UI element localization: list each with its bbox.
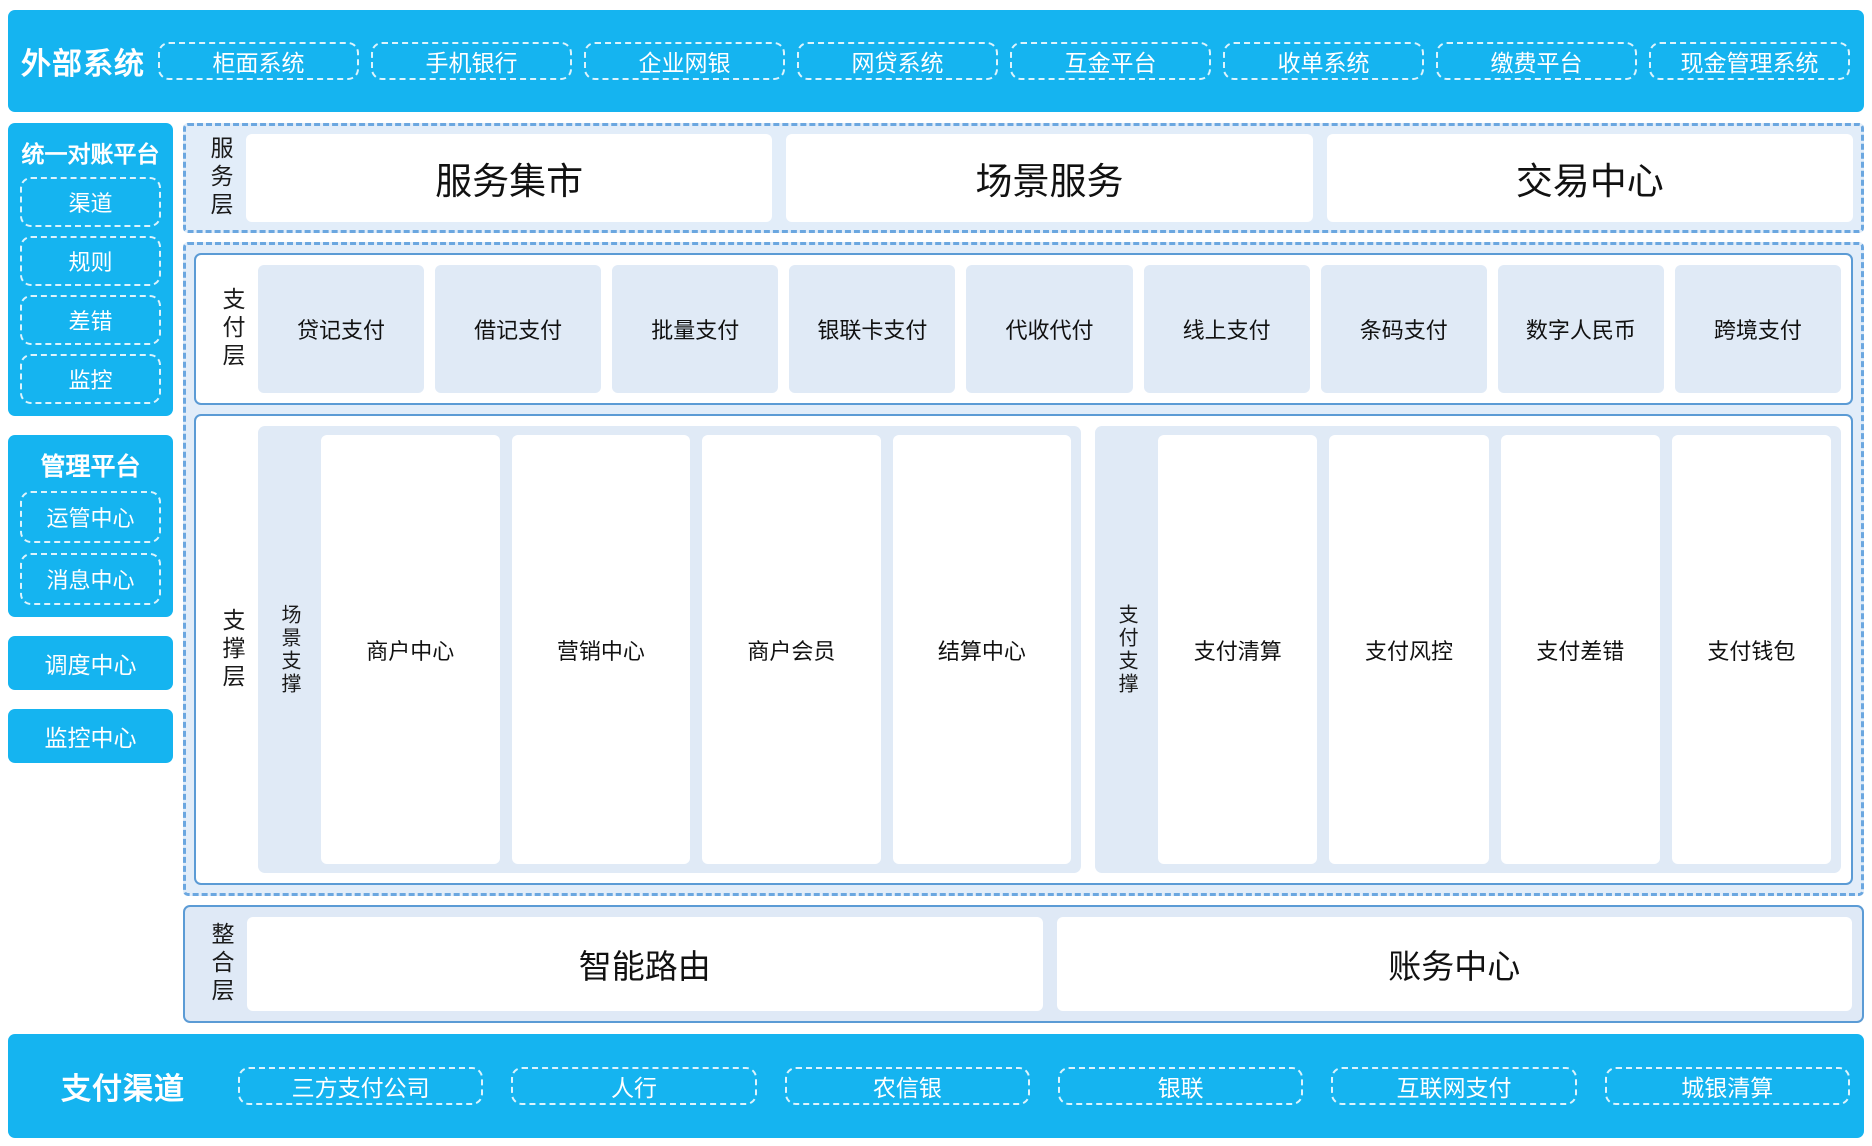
core-layers-wrapper: 支付层 贷记支付 借记支付 批量支付 银联卡支付 代收代付 线上支付 条码支付 … bbox=[183, 242, 1864, 896]
service-layer-cards: 服务集市 场景服务 交易中心 bbox=[246, 134, 1853, 222]
reconciliation-item-channel[interactable]: 渠道 bbox=[20, 177, 161, 227]
payment-tile-digital-rmb[interactable]: 数字人民币 bbox=[1497, 265, 1664, 393]
left-sidebar: 统一对账平台 渠道 规则 差错 监控 管理平台 运管中心 消息中心 调度中心 监… bbox=[8, 123, 173, 1023]
channel-item-internet-payment[interactable]: 互联网支付 bbox=[1331, 1067, 1577, 1105]
payment-layer-tiles: 贷记支付 借记支付 批量支付 银联卡支付 代收代付 线上支付 条码支付 数字人民… bbox=[258, 265, 1841, 393]
support-card-payment-risk[interactable]: 支付风控 bbox=[1329, 435, 1489, 864]
reconciliation-items: 渠道 规则 差错 监控 bbox=[20, 177, 161, 404]
integration-layer-label: 整合层 bbox=[208, 922, 234, 1006]
reconciliation-item-rule[interactable]: 规则 bbox=[20, 236, 161, 286]
integration-card-accounting-center[interactable]: 账务中心 bbox=[1056, 917, 1852, 1011]
service-card-marketplace[interactable]: 服务集市 bbox=[246, 134, 773, 222]
external-systems-list: 柜面系统 手机银行 企业网银 网贷系统 互金平台 收单系统 缴费平台 现金管理系… bbox=[158, 31, 1850, 91]
payment-tile-collection-payment[interactable]: 代收代付 bbox=[966, 265, 1133, 393]
reconciliation-platform-title: 统一对账平台 bbox=[21, 141, 160, 167]
external-systems-title: 外部系统 bbox=[21, 48, 145, 81]
external-system-item[interactable]: 收单系统 bbox=[1223, 42, 1424, 80]
management-item-operations-center[interactable]: 运管中心 bbox=[20, 491, 161, 543]
integration-card-smart-routing[interactable]: 智能路由 bbox=[247, 917, 1043, 1011]
channel-item-city-bank-clearing[interactable]: 城银清算 bbox=[1604, 1067, 1850, 1105]
external-systems-bar: 外部系统 柜面系统 手机银行 企业网银 网贷系统 互金平台 收单系统 缴费平台 … bbox=[8, 10, 1864, 112]
payment-layer-panel: 支付层 贷记支付 借记支付 批量支付 银联卡支付 代收代付 线上支付 条码支付 … bbox=[194, 253, 1853, 405]
integration-layer-cards: 智能路由 账务中心 bbox=[247, 917, 1852, 1011]
service-layer-label: 服务层 bbox=[207, 136, 233, 220]
payment-channels-bar: 支付渠道 三方支付公司 人行 农信银 银联 互联网支付 城银清算 bbox=[8, 1034, 1864, 1138]
external-system-item[interactable]: 柜面系统 bbox=[158, 42, 359, 80]
scheduling-center-box[interactable]: 调度中心 bbox=[8, 636, 173, 690]
channel-item-third-party[interactable]: 三方支付公司 bbox=[238, 1067, 484, 1105]
external-system-item[interactable]: 手机银行 bbox=[371, 42, 572, 80]
payment-support-group: 支付支撑 支付清算 支付风控 支付差错 支付钱包 bbox=[1095, 426, 1841, 873]
support-card-payment-clearing[interactable]: 支付清算 bbox=[1158, 435, 1318, 864]
payment-support-cards: 支付清算 支付风控 支付差错 支付钱包 bbox=[1158, 435, 1832, 864]
middle-region: 统一对账平台 渠道 规则 差错 监控 管理平台 运管中心 消息中心 调度中心 监… bbox=[8, 123, 1864, 1023]
payment-tile-barcode[interactable]: 条码支付 bbox=[1320, 265, 1487, 393]
support-card-payment-error[interactable]: 支付差错 bbox=[1500, 435, 1660, 864]
payment-support-label: 支付支撑 bbox=[1115, 603, 1138, 696]
service-card-scenario[interactable]: 场景服务 bbox=[786, 134, 1313, 222]
external-system-item[interactable]: 企业网银 bbox=[584, 42, 785, 80]
payment-tile-cross-border[interactable]: 跨境支付 bbox=[1674, 265, 1841, 393]
channel-item-unionpay[interactable]: 银联 bbox=[1057, 1067, 1304, 1105]
payment-tile-unionpay-card[interactable]: 银联卡支付 bbox=[789, 265, 956, 393]
layers-column: 服务层 服务集市 场景服务 交易中心 支付层 贷记支付 借记支付 批量 bbox=[183, 123, 1864, 1023]
payment-tile-online[interactable]: 线上支付 bbox=[1143, 265, 1310, 393]
channel-item-pboc[interactable]: 人行 bbox=[511, 1067, 757, 1105]
payment-channels-list: 三方支付公司 人行 农信银 银联 互联网支付 城银清算 bbox=[238, 1055, 1850, 1117]
support-card-settlement-center[interactable]: 结算中心 bbox=[892, 435, 1072, 864]
monitoring-center-box[interactable]: 监控中心 bbox=[8, 709, 173, 763]
channel-item-rcc[interactable]: 农信银 bbox=[784, 1067, 1030, 1105]
reconciliation-item-error[interactable]: 差错 bbox=[20, 295, 161, 345]
management-item-message-center[interactable]: 消息中心 bbox=[20, 553, 161, 605]
support-card-merchant-member[interactable]: 商户会员 bbox=[702, 435, 881, 864]
service-layer-wrapper: 服务层 服务集市 场景服务 交易中心 bbox=[183, 123, 1864, 233]
management-platform-title: 管理平台 bbox=[40, 453, 141, 481]
payment-tile-batch[interactable]: 批量支付 bbox=[612, 265, 779, 393]
external-system-item[interactable]: 网贷系统 bbox=[797, 42, 998, 80]
external-system-item[interactable]: 缴费平台 bbox=[1436, 42, 1637, 80]
external-system-item[interactable]: 现金管理系统 bbox=[1649, 42, 1850, 80]
management-platform-group: 管理平台 运管中心 消息中心 bbox=[8, 435, 173, 617]
integration-layer-panel: 整合层 智能路由 账务中心 bbox=[183, 905, 1864, 1023]
support-card-marketing-center[interactable]: 营销中心 bbox=[511, 435, 691, 864]
management-items: 运管中心 消息中心 bbox=[20, 491, 161, 605]
scenario-support-group: 场景支撑 商户中心 营销中心 商户会员 结算中心 bbox=[258, 426, 1082, 873]
support-card-payment-wallet[interactable]: 支付钱包 bbox=[1671, 435, 1832, 864]
scenario-support-cards: 商户中心 营销中心 商户会员 结算中心 bbox=[321, 435, 1072, 864]
service-layer-row: 服务层 服务集市 场景服务 交易中心 bbox=[194, 134, 1853, 222]
reconciliation-item-monitor[interactable]: 监控 bbox=[20, 354, 161, 404]
payment-channels-title: 支付渠道 bbox=[61, 1073, 185, 1106]
support-layer-label: 支撑层 bbox=[219, 607, 245, 692]
reconciliation-platform-group: 统一对账平台 渠道 规则 差错 监控 bbox=[8, 123, 173, 416]
service-card-transaction-center[interactable]: 交易中心 bbox=[1326, 134, 1853, 222]
payment-tile-debit[interactable]: 借记支付 bbox=[435, 265, 602, 393]
payment-layer-label: 支付层 bbox=[219, 287, 245, 371]
support-layer-groups: 场景支撑 商户中心 营销中心 商户会员 结算中心 支付支撑 支付清算 bbox=[258, 426, 1841, 873]
support-card-merchant-center[interactable]: 商户中心 bbox=[321, 435, 500, 864]
external-system-item[interactable]: 互金平台 bbox=[1010, 42, 1211, 80]
payment-tile-credit[interactable]: 贷记支付 bbox=[258, 265, 425, 393]
scenario-support-label: 场景支撑 bbox=[278, 603, 300, 696]
support-layer-panel: 支撑层 场景支撑 商户中心 营销中心 商户会员 结算中心 bbox=[194, 414, 1853, 885]
